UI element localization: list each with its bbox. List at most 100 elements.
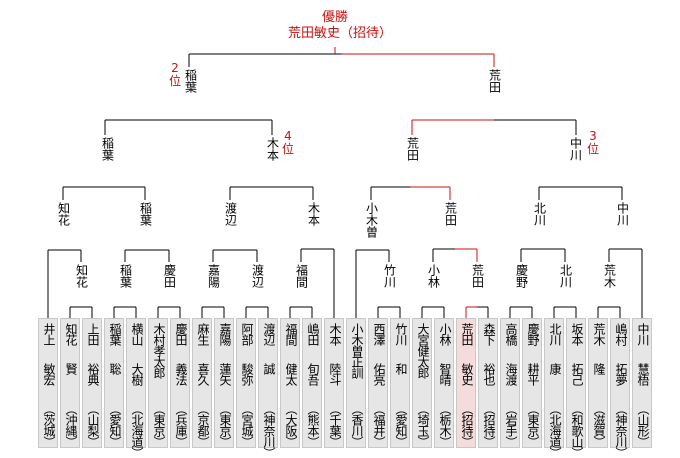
player-surname: 竹川 <box>394 323 408 345</box>
player-prefecture: （千葉） <box>328 403 342 447</box>
r1-winner-name: 福間 <box>294 264 309 288</box>
player-given-name: 和 <box>394 363 408 374</box>
player-given-name: 陸斗 <box>328 363 342 385</box>
r1-winner-name: 荒田 <box>470 264 485 288</box>
player-surname: 横山 <box>130 323 144 345</box>
player-surname: 慶野 <box>526 323 540 345</box>
r1-winner: 稲葉 <box>118 264 133 291</box>
player-box: 横山大樹（北海道） <box>126 318 146 458</box>
r1-winner: 竹川 <box>382 264 397 291</box>
player-box: 嘉陽蓮矢（東京） <box>214 318 234 448</box>
player-box: 稲葉聡 （愛知） <box>104 318 124 448</box>
player-given-name: 拓夢 <box>614 363 628 385</box>
player-prefecture: （愛知） <box>108 403 122 447</box>
r1-winner-name: 小林 <box>426 264 441 288</box>
r1-winner: 渡辺 <box>250 264 265 291</box>
r1-winner-name: 荒木 <box>602 264 617 288</box>
semi-winner-left: 稲葉 <box>183 69 198 96</box>
player-prefecture: （沖縄） <box>64 403 78 447</box>
player-given-name: 敏史 <box>460 363 474 385</box>
player-box: 西澤佑亮（福井） <box>368 318 388 448</box>
quarter-winner-4-name: 中川 <box>568 137 583 161</box>
player-given-name: 耕平 <box>526 363 540 385</box>
player-given-name: 佑亮 <box>372 363 386 385</box>
rank-4-unit: 位 <box>282 142 295 156</box>
player-surname: 木本 <box>328 323 342 345</box>
r2-winner-4: 木本 <box>306 202 321 229</box>
player-surname: 小林 <box>438 323 452 345</box>
r1-winner-name: 嘉陽 <box>206 264 221 288</box>
player-box: 嶋田旬吾（熊本） <box>302 318 322 448</box>
r2-winner-4-name: 木本 <box>306 202 321 226</box>
player-prefecture: （山梨） <box>86 403 100 447</box>
r1-winner-name: 竹川 <box>382 264 397 288</box>
player-given-name: 喜久 <box>196 363 210 385</box>
player-given-name: 慧梧 <box>636 363 650 385</box>
r2-winner-2-name: 稲葉 <box>138 202 153 226</box>
player-given-name: 健太 <box>284 363 298 385</box>
r2-winner-8-name: 中川 <box>615 202 630 226</box>
r2-winner-6-name: 荒田 <box>443 202 458 226</box>
r1-winner: 嘉陽 <box>206 264 221 291</box>
player-surname: 嘉陽 <box>218 323 232 345</box>
player-box: 中川慧梧（山形） <box>632 318 652 448</box>
player-prefecture: （東京） <box>152 403 166 447</box>
player-prefecture: （神奈川） <box>262 403 276 458</box>
r1-winner: 小林 <box>426 264 441 291</box>
quarter-winner-3: 荒田 <box>405 137 420 164</box>
r1-winner: 荒田 <box>470 264 485 291</box>
player-box: 知花賢（沖縄） <box>60 318 80 448</box>
player-surname: 井上 <box>42 323 56 345</box>
player-surname: 稲葉 <box>108 323 122 345</box>
player-given-name: 蓮矢 <box>218 363 232 385</box>
player-given-name: 敏宏 <box>42 363 56 385</box>
player-surname: 高橋 <box>504 323 518 345</box>
rank-2-unit: 位 <box>169 74 182 88</box>
player-prefecture: （埼玉） <box>416 403 430 447</box>
player-surname: 渡辺 <box>262 323 276 345</box>
rank-3-unit: 位 <box>587 142 600 156</box>
semi-winner-right: 荒田 <box>487 69 502 96</box>
rank-3-num: 3 <box>589 129 597 143</box>
player-prefecture: （東京） <box>526 403 540 447</box>
player-box: 嶋村拓夢（神奈川） <box>610 318 630 458</box>
player-surname: 大宮健太郎 <box>416 323 430 378</box>
player-prefecture: （岩手） <box>504 403 518 447</box>
player-surname: 嶋田 <box>306 323 320 345</box>
player-prefecture: （招待） <box>482 403 496 447</box>
r1-winner: 慶野 <box>514 264 529 291</box>
player-surname: 中川 <box>636 323 650 345</box>
player-box: 荒木隆（滋賀） <box>588 318 608 448</box>
player-box: 森下裕也（招待） <box>478 318 498 448</box>
r2-winner-5-name: 小木曽 <box>364 202 379 238</box>
player-prefecture: （宮城） <box>240 403 254 447</box>
player-surname: 上田 <box>86 323 100 345</box>
player-box: 小木曽正訓（香川） <box>346 318 366 448</box>
player-surname: 麻生 <box>196 323 210 345</box>
player-box: 慶田義法（兵庫） <box>170 318 190 448</box>
player-given-name: 拓己 <box>570 363 584 385</box>
r1-winner-name: 北川 <box>558 264 573 288</box>
player-given-name: 康 <box>548 363 562 374</box>
quarter-winner-3-name: 荒田 <box>405 137 420 161</box>
player-prefecture: （福井） <box>372 403 386 447</box>
player-prefecture: （香川） <box>350 403 364 447</box>
player-box: 福間健太（大阪） <box>280 318 300 448</box>
r2-winner-2: 稲葉 <box>138 202 153 229</box>
player-prefecture: （神奈川） <box>614 403 628 458</box>
player-box: 大宮健太郎 （埼玉） <box>412 318 432 448</box>
r2-winner-1: 知花 <box>56 202 71 229</box>
player-given-name: 聡 <box>108 363 122 374</box>
r1-winner-name: 知花 <box>74 264 89 288</box>
player-prefecture: （京都） <box>196 403 210 447</box>
r1-winner: 福間 <box>294 264 309 291</box>
player-prefecture: （茨城） <box>42 403 56 447</box>
player-box: 荒田敏史（招待） <box>456 318 476 448</box>
champion-name: 荒田敏史（招待） <box>287 26 392 41</box>
r1-winner: 北川 <box>558 264 573 291</box>
quarter-winner-4: 中川 <box>568 137 583 164</box>
player-prefecture: （熊本） <box>306 403 320 447</box>
